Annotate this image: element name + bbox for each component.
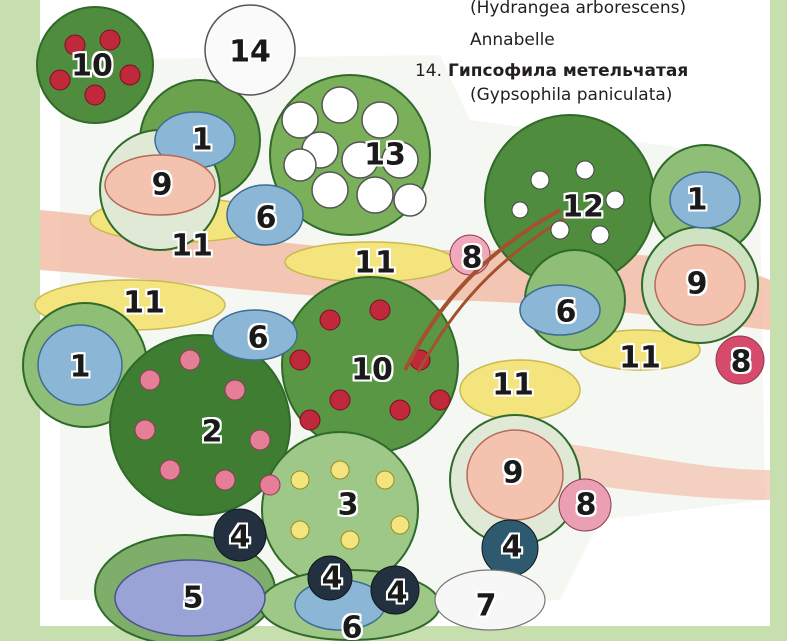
plant-label: 4 (387, 576, 408, 611)
legend-item-14-sci: (Gypsophila paniculata) (440, 85, 672, 106)
plant-label: 11 (123, 286, 165, 321)
legend-item-14-number: 14. (410, 61, 442, 82)
plant-label: 13 (364, 138, 406, 173)
legend-sci-top: (Hydrangea arborescens) (440, 0, 686, 19)
frame-right (770, 0, 787, 641)
plant-label: 12 (562, 190, 604, 225)
plant-label: 6 (256, 201, 277, 236)
legend-cultivar: Annabelle (440, 30, 555, 51)
plant-label: 14 (229, 35, 271, 70)
plant-label: 7 (476, 589, 497, 624)
plant-label: 4 (230, 520, 251, 555)
plant-label: 6 (248, 321, 269, 356)
plant-label: 5 (183, 581, 204, 616)
frame-left (0, 0, 40, 641)
plant-label: 2 (202, 415, 223, 450)
plant-label: 11 (492, 368, 534, 403)
plant-label: 8 (576, 488, 597, 523)
legend-item-14: 14. Гипсофила метельчатая (410, 61, 688, 82)
plant-label: 6 (556, 295, 577, 330)
plant-label: 4 (502, 530, 523, 565)
plant-label: 1 (70, 350, 91, 385)
plant-label: 9 (687, 267, 708, 302)
plant-label: 3 (338, 488, 359, 523)
plant-label: 9 (503, 456, 524, 491)
plant-label: 10 (351, 353, 393, 388)
plant-label: 11 (619, 341, 661, 376)
legend-item-14-ru: Гипсофила метельчатая (448, 61, 688, 81)
plant-label: 1 (687, 183, 708, 218)
plant-label: 8 (462, 241, 483, 276)
plant-label: 11 (171, 229, 213, 264)
plant-label: 1 (192, 123, 213, 158)
plant-label: 10 (71, 49, 113, 84)
plant-label: 8 (731, 345, 752, 380)
plant-label: 4 (322, 561, 343, 596)
plant-label: 6 (342, 611, 363, 641)
plant-label: 11 (354, 246, 396, 281)
plant-label: 9 (152, 168, 173, 203)
